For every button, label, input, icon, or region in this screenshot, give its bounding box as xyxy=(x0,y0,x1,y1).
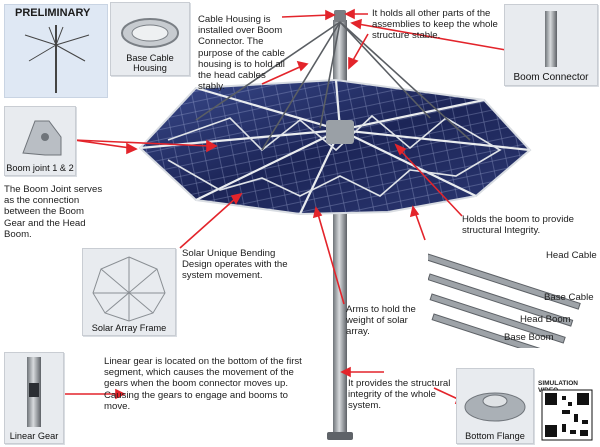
annotation-boom-joint: The Boom Joint serves as the connection … xyxy=(4,184,103,240)
annotation-solar-bending: Solar Unique Bending Design operates wit… xyxy=(182,248,288,282)
annotation-structural: It provides the structural integrity of … xyxy=(348,378,451,412)
head-cables xyxy=(195,21,471,151)
parts-icon xyxy=(428,253,581,348)
linear-gear-label: Linear Gear xyxy=(9,431,59,441)
bottom-flange-box: Bottom Flange xyxy=(456,368,534,444)
linear-gear-icon xyxy=(27,357,41,427)
solar-array-frame-box: Solar Array Frame xyxy=(82,248,176,336)
solar-canopy xyxy=(138,78,532,216)
parts-stack: Head Cable Base Cable Head Boom Base Boo… xyxy=(428,248,598,348)
preliminary-sketch-icon xyxy=(24,25,90,93)
preliminary-panel: PRELIMINARY xyxy=(4,4,108,98)
boom-joint-label: Boom joint 1 & 2 xyxy=(6,163,74,173)
linear-gear-box: Linear Gear xyxy=(4,352,64,444)
cable-housing-icon xyxy=(121,18,179,48)
boom-connector-icon xyxy=(545,11,557,67)
annotation-linear-gear: Linear gear is located on the bottom of … xyxy=(104,356,302,412)
qr-block[interactable]: SIMULATION VIDEO xyxy=(538,380,596,442)
array-frame-icon xyxy=(92,256,166,322)
base-cable-housing-box: Base Cable Housing xyxy=(110,2,190,76)
callout-arrows xyxy=(62,8,507,404)
part-base-cable: Base Cable xyxy=(544,292,594,303)
solar-array-frame-label: Solar Array Frame xyxy=(91,323,167,333)
boom-joint-box: Boom joint 1 & 2 xyxy=(4,106,76,176)
annotation-arms: Arms to hold the weight of solar array. xyxy=(346,304,416,338)
part-head-cable: Head Cable xyxy=(546,250,597,261)
annotation-holds-boom: Holds the boom to provide structural Int… xyxy=(462,214,574,237)
boom-connector-box: Boom Connector xyxy=(504,4,598,86)
boom-joint-icon xyxy=(22,120,62,156)
boom-connector-label: Boom Connector xyxy=(513,72,589,83)
base-cable-housing-label: Base Cable Housing xyxy=(126,53,174,73)
part-base-boom: Base Boom xyxy=(504,332,554,343)
bottom-flange-label: Bottom Flange xyxy=(465,431,525,441)
annotation-cable-housing: Cable Housing is installed over Boom Con… xyxy=(198,14,285,93)
bottom-flange-icon xyxy=(464,392,526,422)
annotation-holds-all: It holds all other parts of the assembli… xyxy=(372,8,498,42)
preliminary-title: PRELIMINARY xyxy=(15,7,91,19)
part-head-boom: Head Boom xyxy=(520,314,571,325)
qr-code-icon[interactable] xyxy=(538,380,596,442)
